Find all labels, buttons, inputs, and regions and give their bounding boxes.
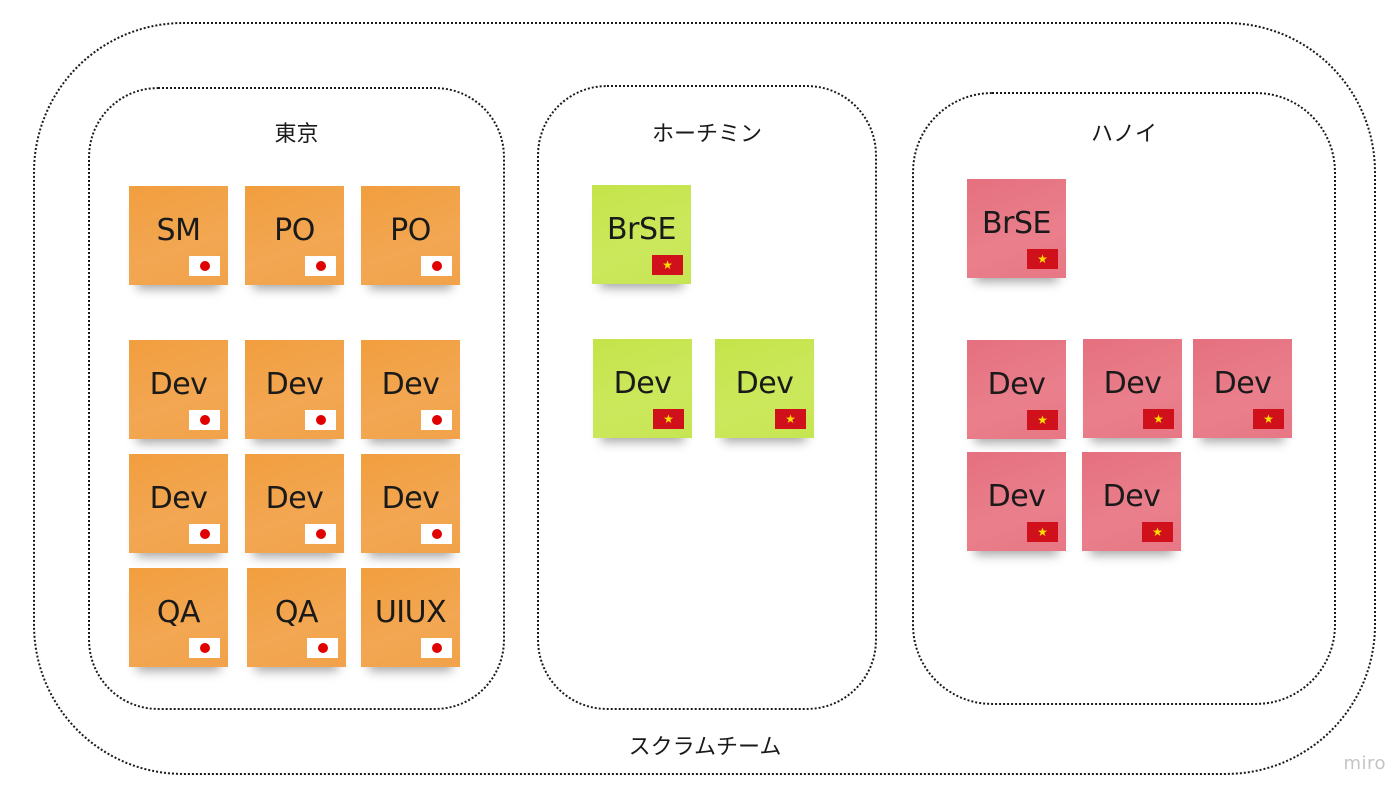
sticky-text: QA (274, 595, 319, 630)
sticky-text: Dev (265, 481, 324, 516)
sticky-note[interactable]: Dev (361, 340, 460, 439)
sticky-note[interactable]: SM (129, 186, 228, 285)
japan-flag-icon (305, 524, 336, 544)
sticky-note[interactable]: Dev (245, 454, 344, 553)
sticky-note[interactable]: Dev (129, 340, 228, 439)
hanoi-label: ハノイ (1090, 122, 1157, 147)
sticky-text: Dev (987, 479, 1046, 514)
sticky-note[interactable]: QA (247, 568, 346, 667)
vietnam-flag-icon: ★ (1142, 522, 1173, 542)
sticky-text: UIUX (374, 595, 447, 630)
sticky-note[interactable]: UIUX (361, 568, 460, 667)
sticky-note[interactable]: Dev (129, 454, 228, 553)
sticky-text: Dev (735, 366, 794, 401)
sticky-note[interactable]: Dev ★ (967, 340, 1066, 439)
sticky-text: BrSE (607, 212, 676, 247)
sticky-note[interactable]: Dev ★ (1082, 452, 1181, 551)
japan-flag-icon (189, 256, 220, 276)
japan-flag-icon (421, 638, 452, 658)
sticky-text: Dev (149, 481, 208, 516)
sticky-text: Dev (381, 367, 440, 402)
hcmc-group-frame[interactable] (537, 85, 877, 710)
japan-flag-icon (305, 256, 336, 276)
miro-watermark: miro (1343, 753, 1386, 774)
sticky-note[interactable]: Dev ★ (1083, 339, 1182, 438)
sticky-note[interactable]: Dev ★ (1193, 339, 1292, 438)
japan-flag-icon (189, 410, 220, 430)
sticky-text: Dev (987, 367, 1046, 402)
sticky-text: Dev (149, 367, 208, 402)
sticky-text: BrSE (982, 206, 1051, 241)
sticky-text: Dev (381, 481, 440, 516)
japan-flag-icon (421, 410, 452, 430)
japan-flag-icon (307, 638, 338, 658)
sticky-text: Dev (1102, 479, 1161, 514)
sticky-note[interactable]: Dev ★ (967, 452, 1066, 551)
japan-flag-icon (189, 524, 220, 544)
sticky-note[interactable]: Dev (245, 340, 344, 439)
sticky-text: QA (156, 595, 201, 630)
vietnam-flag-icon: ★ (1027, 249, 1058, 269)
sticky-text: PO (274, 213, 315, 248)
sticky-note[interactable]: Dev (361, 454, 460, 553)
hanoi-group-frame[interactable] (912, 92, 1336, 705)
vietnam-flag-icon: ★ (1027, 410, 1058, 430)
tokyo-group-frame[interactable] (88, 87, 505, 710)
japan-flag-icon (421, 524, 452, 544)
sticky-text: Dev (265, 367, 324, 402)
japan-flag-icon (305, 410, 336, 430)
sticky-note[interactable]: PO (245, 186, 344, 285)
japan-flag-icon (189, 638, 220, 658)
sticky-note[interactable]: PO (361, 186, 460, 285)
vietnam-flag-icon: ★ (1027, 522, 1058, 542)
vietnam-flag-icon: ★ (652, 255, 683, 275)
sticky-text: PO (390, 213, 431, 248)
sticky-text: Dev (613, 366, 672, 401)
sticky-text: Dev (1213, 366, 1272, 401)
vietnam-flag-icon: ★ (653, 409, 684, 429)
vietnam-flag-icon: ★ (1253, 409, 1284, 429)
vietnam-flag-icon: ★ (775, 409, 806, 429)
sticky-note[interactable]: Dev ★ (593, 339, 692, 438)
tokyo-label: 東京 (274, 122, 319, 147)
scrum-team-frame[interactable] (33, 22, 1376, 775)
sticky-note[interactable]: BrSE ★ (967, 179, 1066, 278)
hcmc-label: ホーチミン (651, 122, 762, 147)
sticky-text: SM (156, 213, 201, 248)
sticky-text: Dev (1103, 366, 1162, 401)
sticky-note[interactable]: QA (129, 568, 228, 667)
sticky-note[interactable]: Dev ★ (715, 339, 814, 438)
vietnam-flag-icon: ★ (1143, 409, 1174, 429)
japan-flag-icon (421, 256, 452, 276)
scrum-team-label: スクラムチーム (628, 735, 782, 760)
sticky-note[interactable]: BrSE ★ (592, 185, 691, 284)
